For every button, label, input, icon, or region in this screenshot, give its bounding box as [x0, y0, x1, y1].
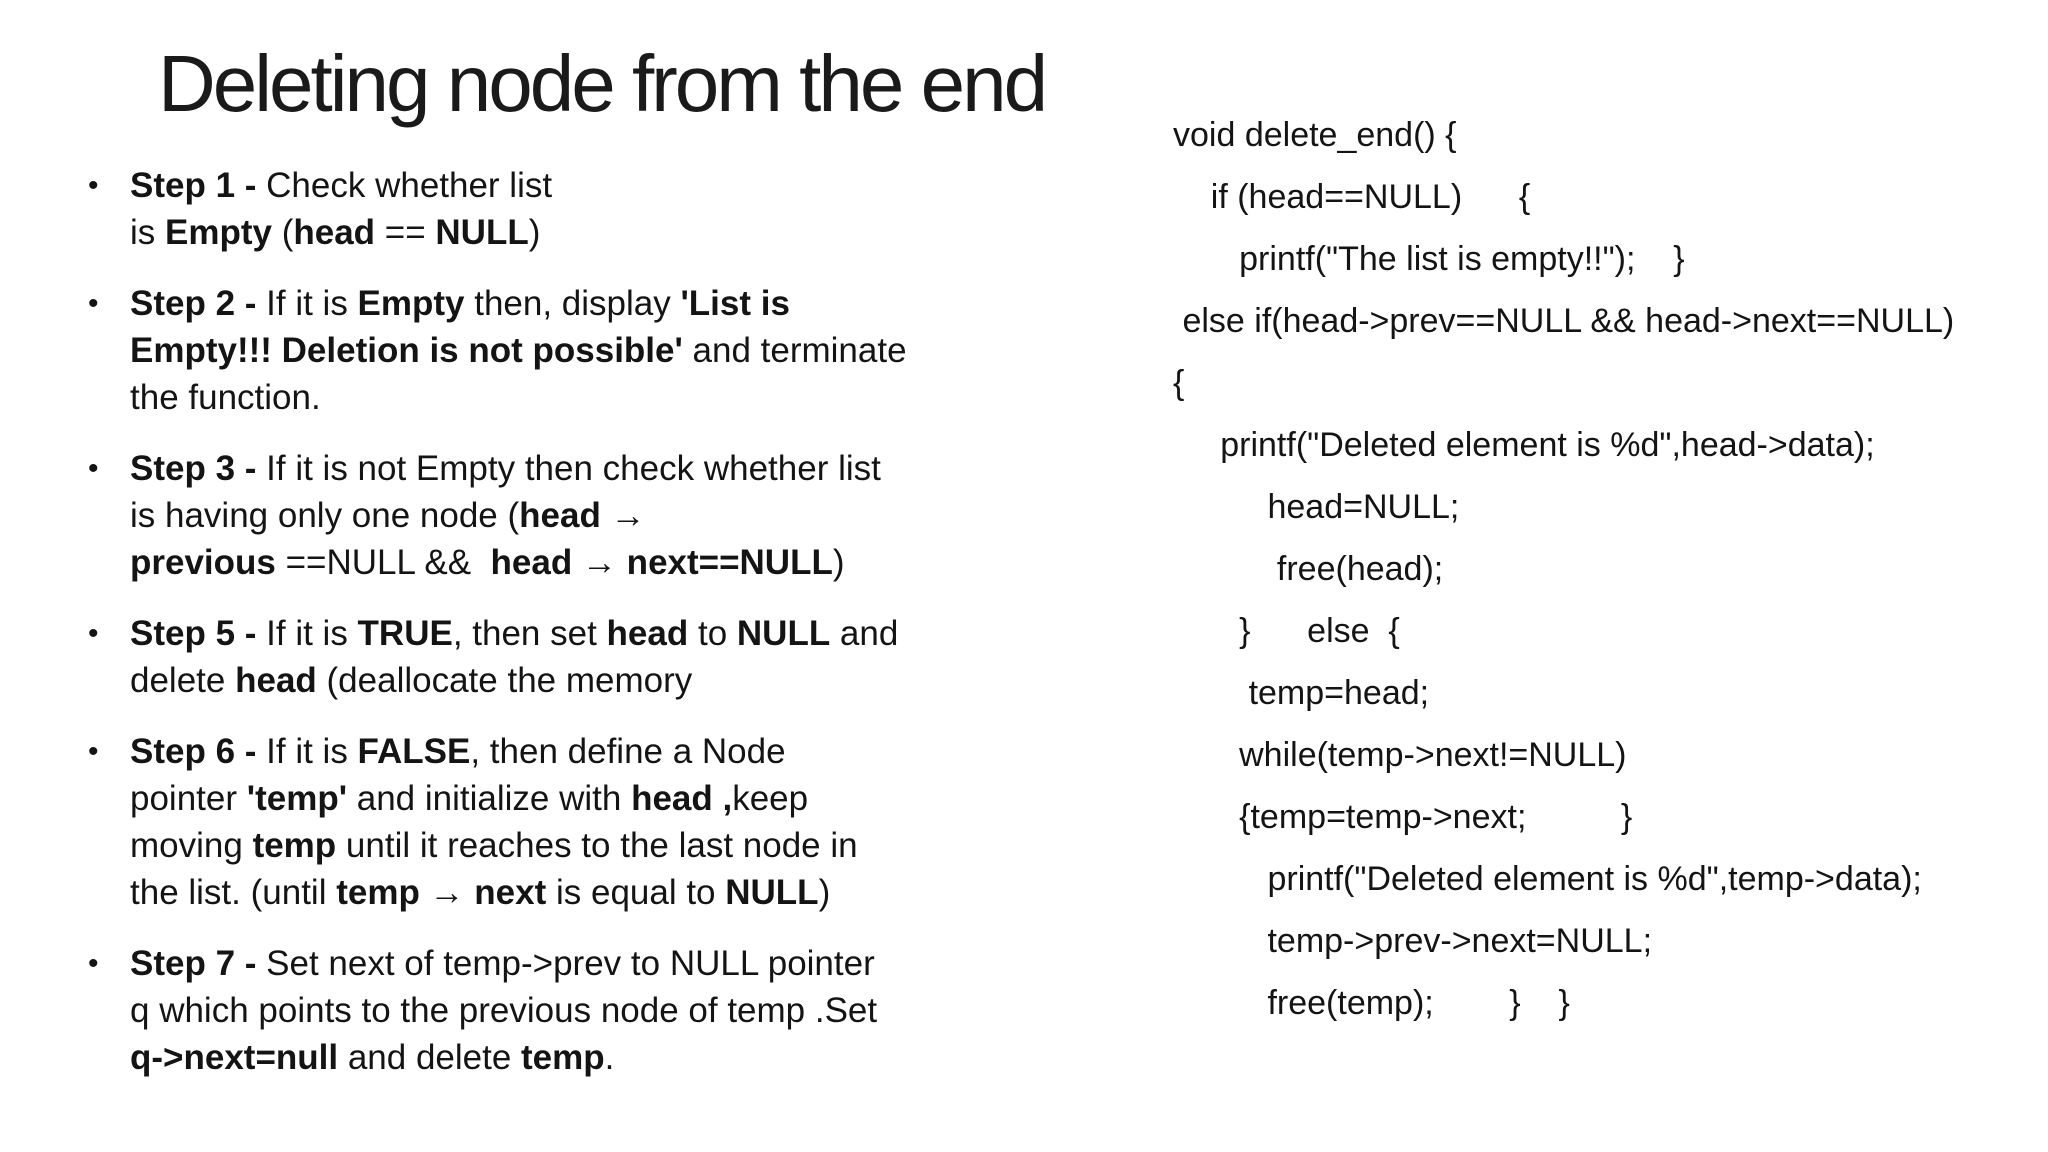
code-line: else if(head->prev==NULL && head->next==…: [1173, 302, 1955, 340]
bullet-item: • Step 2 - If it is Empty then, display '…: [88, 280, 1118, 421]
code-line: printf("Deleted element is %d",temp->dat…: [1173, 860, 1922, 898]
bullet-text: Step 5 - If it is TRUE, then set head to…: [130, 614, 899, 700]
code-line: void delete_end() {: [1173, 116, 1457, 154]
code-line: temp=head;: [1173, 674, 1430, 712]
bullet-marker-icon: •: [88, 947, 99, 980]
code-line: if (head==NULL) {: [1173, 178, 1531, 216]
bullet-marker-icon: •: [88, 169, 99, 202]
code-line: free(temp); } }: [1173, 984, 1570, 1022]
code-line: } else {: [1173, 612, 1400, 650]
code-block: void delete_end() { if (head==NULL) { pr…: [1173, 104, 1954, 1034]
bullet-item: • Step 6 - If it is FALSE, then define a …: [88, 728, 1118, 916]
slide-title: Deleting node from the end: [158, 39, 1048, 128]
code-line: printf("The list is empty!!"); }: [1173, 240, 1685, 278]
code-line: while(temp->next!=NULL): [1173, 736, 1627, 774]
code-line: printf("Deleted element is %d",head->dat…: [1173, 426, 1875, 464]
bullet-marker-icon: •: [88, 287, 99, 320]
bullet-text: Step 6 - If it is FALSE, then define a N…: [130, 732, 858, 912]
bullet-text: Step 2 - If it is Empty then, display 'L…: [130, 284, 907, 417]
code-line: temp->prev->next=NULL;: [1173, 922, 1653, 960]
bullet-text: Step 1 - Check whether list is Empty (he…: [130, 166, 553, 252]
bullet-text: Step 3 - If it is not Empty then check w…: [130, 449, 881, 582]
bullet-marker-icon: •: [88, 735, 99, 768]
bullet-list: • Step 1 - Check whether list is Empty (h…: [88, 162, 1118, 1105]
bullet-item: • Step 7 - Set next of temp->prev to NULL…: [88, 940, 1118, 1081]
code-line: {temp=temp->next; }: [1173, 798, 1633, 836]
bullet-item: • Step 1 - Check whether list is Empty (h…: [88, 162, 1118, 256]
bullet-text: Step 7 - Set next of temp->prev to NULL …: [130, 944, 878, 1077]
code-line: free(head);: [1173, 550, 1444, 588]
bullet-marker-icon: •: [88, 452, 99, 485]
bullet-marker-icon: •: [88, 617, 99, 650]
bullet-item: • Step 3 - If it is not Empty then check …: [88, 445, 1118, 586]
code-line: head=NULL;: [1173, 488, 1460, 526]
bullet-item: • Step 5 - If it is TRUE, then set head t…: [88, 610, 1118, 704]
code-line: {: [1173, 364, 1185, 402]
